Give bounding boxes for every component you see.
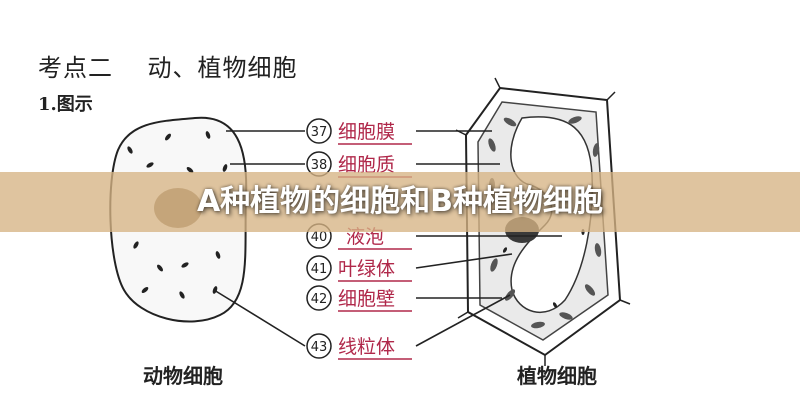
svg-text:42: 42: [311, 292, 328, 307]
sub-heading: 1.图示: [38, 94, 93, 115]
overlay-banner: [0, 172, 800, 232]
label-37: 37 细胞膜: [306, 118, 412, 145]
svg-text:细胞壁: 细胞壁: [338, 288, 395, 310]
svg-text:40: 40: [311, 230, 328, 245]
svg-text:线粒体: 线粒体: [338, 336, 395, 358]
banner-title: A种植物的细胞和B种植物细胞: [196, 184, 604, 219]
svg-text:38: 38: [311, 158, 328, 173]
svg-text:叶绿体: 叶绿体: [338, 258, 395, 280]
plant-cell-caption: 植物细胞: [517, 364, 597, 388]
svg-text:41: 41: [311, 262, 328, 277]
svg-text:细胞膜: 细胞膜: [338, 121, 395, 143]
leader-lines: [213, 130, 562, 347]
svg-text:37: 37: [311, 125, 328, 140]
label-43: 43 线粒体: [306, 333, 412, 360]
label-41: 41 叶绿体: [306, 255, 412, 282]
section-heading: 考点二 动、植物细胞: [38, 54, 298, 82]
animal-cell-caption: 动物细胞: [143, 364, 223, 388]
svg-text:细胞质: 细胞质: [338, 154, 395, 176]
svg-text:43: 43: [311, 340, 328, 355]
label-42: 42 细胞壁: [306, 285, 412, 312]
